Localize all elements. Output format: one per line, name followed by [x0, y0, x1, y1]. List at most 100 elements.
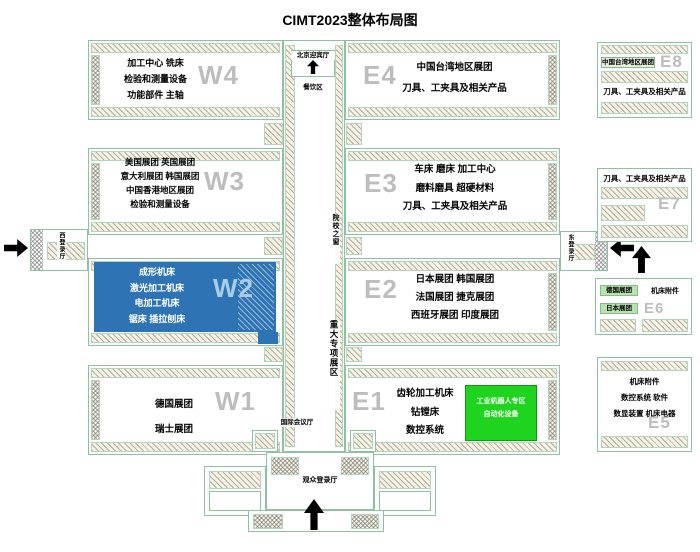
hall-code-e7: E7	[658, 194, 681, 213]
room	[209, 491, 261, 511]
hall-w4	[88, 40, 283, 120]
booth-strip	[548, 163, 557, 220]
hall-e8-group: 中国台湾地区展团	[601, 57, 655, 68]
dining-area-label: 餐饮区	[297, 83, 329, 92]
hall-e7: 刀具、工夹具及相关产品 E7	[597, 168, 692, 242]
connector	[346, 123, 362, 145]
hall-code-e6: E6	[644, 300, 665, 317]
robot-automation-zone: 工业机器人专区 自动化设备	[465, 385, 537, 441]
hall-e2-exhibits: 日本展团 韩国展团 法国展团 捷克展团 西班牙展团 印度展团	[410, 274, 500, 321]
annex-walkway-arrow-icon	[632, 246, 651, 273]
south-east-wing	[374, 466, 436, 516]
connector	[346, 237, 362, 255]
hall-code-e3: E3	[364, 168, 398, 198]
hall-e4-exhibits: 中国台湾地区展团 刀具、工夹具及相关产品	[402, 62, 507, 94]
booth-strip	[91, 151, 280, 161]
south-hall-label: 观众登录厅	[277, 476, 363, 485]
booth-strip	[601, 205, 645, 221]
connector	[346, 347, 362, 362]
hall-code-e8: E8	[660, 52, 683, 71]
booth-strip	[91, 333, 280, 343]
booth-strip	[238, 264, 274, 330]
hall-code-e5: E5	[648, 413, 671, 432]
booth-strip	[31, 230, 43, 270]
booth-strip	[91, 380, 100, 440]
page-title: CIMT2023整体布局图	[282, 12, 418, 28]
hall-e5: 机床附件 数控系统 软件 数显装置 机床电器 E5	[597, 357, 692, 452]
booth-strip	[642, 319, 688, 332]
booth-strip	[91, 43, 280, 53]
booth-strip	[548, 380, 557, 440]
room	[379, 491, 431, 511]
hall-e5-exhibits: 机床附件 数控系统 软件 数显装置 机床电器	[613, 377, 676, 418]
booth-strip	[351, 514, 379, 529]
hall-e7-product: 刀具、工夹具及相关产品	[603, 174, 686, 183]
booth-strip	[348, 442, 557, 452]
booth-strip	[255, 433, 275, 449]
connector	[264, 237, 283, 255]
booth-strip	[379, 471, 431, 489]
booth-strip	[91, 368, 280, 378]
hall-code-w3: W3	[204, 166, 245, 196]
booth-strip	[348, 107, 557, 117]
hall-e6-product: 机床附件	[651, 288, 679, 295]
booth-strip	[601, 45, 688, 54]
hall-e3	[345, 148, 560, 235]
booth-strip	[601, 361, 688, 371]
corridor-booth-strip	[285, 45, 295, 447]
booth-strip	[600, 319, 636, 332]
hall-e6-group-jp: 日本展团	[600, 303, 638, 314]
booth-strip	[601, 225, 688, 238]
hall-e3-exhibits: 车床 磨床 加工中心 磨料磨具 超硬材料 刀具、工夹具及相关产品	[402, 164, 508, 212]
hall-e8: 中国台湾地区展团 E8 刀具、工夹具及相关产品	[597, 42, 692, 118]
south-annex-room	[350, 430, 376, 452]
booth-strip	[348, 368, 557, 378]
west-gate	[30, 229, 88, 271]
booth-strip	[601, 102, 688, 114]
hall-w3-exhibits: 美国展团 英国展团 意大利展团 韩国展团 中国香港地区展团 检验和测量设备	[120, 157, 200, 209]
hall-e6: 德国展团 机床附件 日本展团 E6	[595, 278, 692, 335]
hall-code-e2: E2	[364, 274, 398, 304]
major-projects-zone-label: 重大专项展区	[328, 320, 340, 410]
hall-code-w4: W4	[198, 60, 239, 90]
east-gate-label: 东登录厅	[566, 234, 575, 270]
hall-w4-exhibits: 加工中心 铣床 检验和测量设备 功能部件 主轴	[123, 58, 187, 100]
booth-strip	[91, 442, 280, 452]
booth-strip	[601, 436, 688, 448]
college-window-label: 院校之窗	[330, 214, 340, 264]
booth-strip	[91, 107, 280, 117]
booth-strip	[271, 457, 299, 475]
booth-strip	[348, 261, 557, 271]
booth-strip	[548, 55, 557, 105]
booth-strip	[341, 457, 369, 475]
hall-w2-highlight-tab	[258, 332, 278, 344]
booth-strip	[548, 273, 557, 331]
connector	[264, 347, 283, 362]
north-hall-label: 北京迎宾厅	[291, 51, 335, 60]
hall-code-w2: W2	[213, 273, 254, 303]
west-gate-label: 西登录厅	[57, 232, 66, 268]
conference-hall-label: 国际会议厅	[279, 418, 315, 427]
hall-w1	[88, 365, 283, 455]
south-annex-room	[252, 430, 278, 452]
hall-code-e4: E4	[363, 60, 397, 90]
booth-strip	[253, 514, 283, 529]
hall-e6-group-de: 德国展团	[600, 285, 638, 296]
hall-w1-exhibits: 德国展团 瑞士展团	[154, 399, 193, 435]
booth-strip	[91, 55, 100, 105]
hall-code-w1: W1	[215, 386, 256, 416]
booth-strip	[601, 71, 688, 83]
hall-e4	[345, 40, 560, 120]
booth-strip	[47, 242, 85, 260]
hall-e2	[345, 258, 560, 346]
west-entrance-arrow-icon	[4, 239, 28, 257]
booth-strip	[348, 151, 557, 161]
hall-w3	[88, 148, 283, 235]
hall-w2-exhibits: 成形机床 激光加工机床 电加工机床 锯床 插拉刨床	[128, 267, 186, 324]
hall-e1-exhibits: 齿轮加工机床 钻镗床 数控系统	[396, 388, 454, 436]
hall-w2-highlight	[94, 262, 276, 332]
booth-strip	[209, 471, 261, 489]
connector	[264, 123, 283, 145]
booth-strip	[348, 43, 557, 53]
